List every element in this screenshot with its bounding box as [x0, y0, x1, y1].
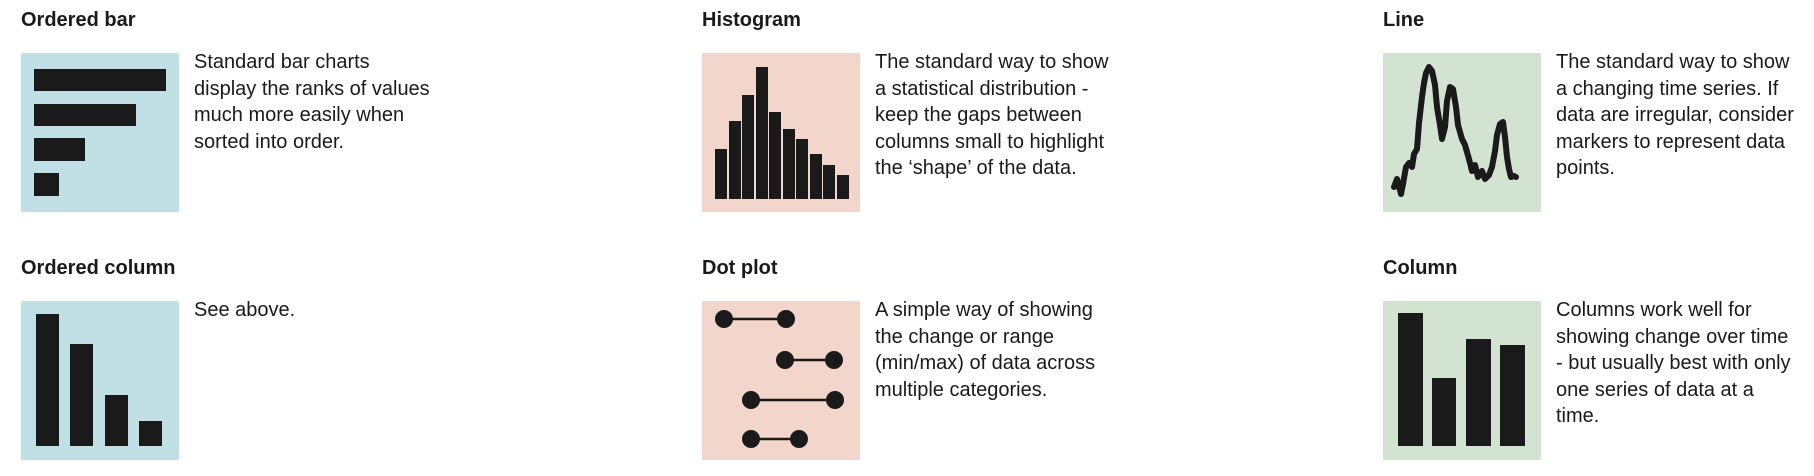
glyph-column-1: [36, 314, 59, 446]
glyph-column-10: [837, 175, 849, 199]
card-column: Column Columns work well for showing cha…: [1383, 248, 1814, 464]
card-description: See above.: [194, 299, 296, 321]
glyph-column-2: [729, 121, 741, 199]
glyph-column-3: [742, 95, 754, 199]
glyph-column-3: [105, 395, 128, 446]
card-title: Ordered column: [21, 257, 176, 279]
card-description: Columns work well for showing change ove…: [1556, 299, 1791, 428]
glyph-dot-pair-2: [776, 351, 843, 369]
card-description: Standard bar charts display the ranks of…: [194, 51, 430, 153]
card-description: A simple way of showing the change or ra…: [875, 299, 1096, 401]
ordered-column-svg: [21, 301, 179, 460]
card-dot-plot: Dot plot A: [702, 248, 1182, 464]
card-histogram: Histogram The standard way to show a sta…: [702, 0, 1182, 216]
glyph-column-6: [783, 129, 795, 199]
dot-plot-chart-icon: [702, 301, 860, 460]
glyph-line: [1391, 64, 1519, 197]
dot-plot-svg: [702, 301, 860, 460]
card-description: The standard way to show a statistical d…: [875, 51, 1109, 180]
glyph-bar-3: [34, 138, 85, 161]
glyph-dot-pair-3: [742, 391, 844, 409]
ordered-bar-chart-icon: [21, 53, 179, 212]
column-svg: [1383, 301, 1541, 460]
card-title: Ordered bar: [21, 9, 136, 31]
card-title: Dot plot: [702, 257, 778, 279]
thumb-background: [702, 301, 860, 460]
glyph-column-4: [139, 421, 162, 446]
glyph-column-2: [1432, 378, 1456, 446]
glyph-bar-4: [34, 173, 59, 196]
glyph-column-2: [70, 344, 93, 446]
glyph-bar-1: [34, 69, 166, 91]
column-chart-icon: [1383, 301, 1541, 460]
glyph-column-7: [796, 139, 808, 199]
card-description: The standard way to show a changing time…: [1556, 51, 1794, 180]
glyph-dot-pair-1: [715, 310, 795, 328]
histogram-svg: [702, 53, 860, 212]
glyph-column-3: [1466, 339, 1491, 446]
glyph-column-9: [823, 165, 835, 199]
glyph-column-1: [1398, 313, 1423, 446]
card-ordered-column: Ordered column See above.: [21, 248, 501, 464]
ordered-column-chart-icon: [21, 301, 179, 460]
ordered-bar-svg: [21, 53, 179, 212]
glyph-column-5: [769, 112, 781, 199]
glyph-column-8: [810, 154, 822, 199]
card-line: Line The standard way to show a changing…: [1383, 0, 1814, 216]
line-svg: [1383, 53, 1541, 212]
card-ordered-bar: Ordered bar Standard bar charts display …: [21, 0, 501, 216]
glyph-column-4: [1500, 345, 1525, 446]
glyph-column-4: [756, 67, 768, 199]
card-title: Histogram: [702, 9, 801, 31]
glyph-bar-2: [34, 104, 136, 126]
histogram-chart-icon: [702, 53, 860, 212]
card-title: Line: [1383, 9, 1425, 31]
card-title: Column: [1383, 257, 1458, 279]
glyph-dot-pair-4: [742, 430, 808, 448]
line-chart-icon: [1383, 53, 1541, 212]
glyph-column-1: [715, 149, 727, 199]
